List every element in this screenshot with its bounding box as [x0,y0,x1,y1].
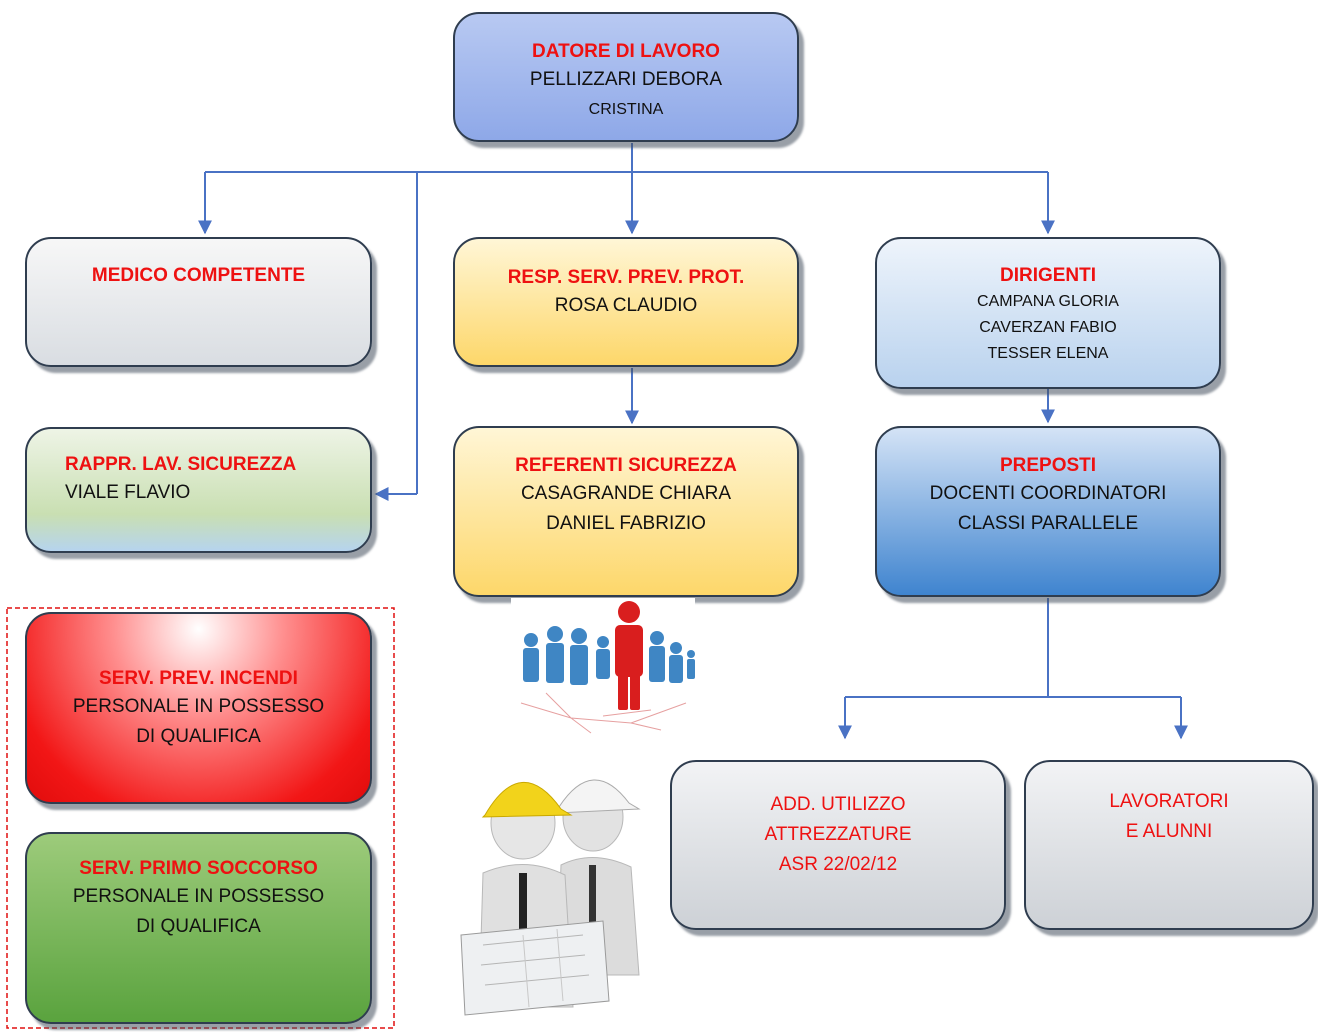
datore-title: DATORE DI LAVORO [532,41,720,62]
addetti-line-3: ASR 22/02/12 [778,854,898,875]
prevenzione-incendi-box: SERV. PREV. INCENDI PERSONALE IN POSSESS… [25,612,372,804]
rls-name: VIALE FLAVIO [65,482,191,503]
soccorso-line-2: DI QUALIFICA [136,916,261,937]
referenti-title: REFERENTI SICUREZZA [515,455,737,476]
datore-name-line-2: CRISTINA [588,101,664,118]
network-people-illustration [511,598,695,738]
engineers-with-blueprint-illustration [453,745,663,1025]
rspp-box: RESP. SERV. PREV. PROT. ROSA CLAUDIO [453,237,799,367]
addetti-line-2: ATTREZZATURE [764,824,912,845]
datore-name-line-1: PELLIZZARI DEBORA [529,69,723,90]
preposti-line-1: DOCENTI COORDINATORI [929,483,1167,504]
rls-title: RAPPR. LAV. SICUREZZA [65,454,297,475]
soccorso-line-1: PERSONALE IN POSSESSO [72,886,325,907]
lavoratori-line-1: LAVORATORI [1109,791,1229,812]
dirigenti-box: DIRIGENTI CAMPANA GLORIA CAVERZAN FABIO … [875,237,1221,389]
primo-soccorso-box: SERV. PRIMO SOCCORSO PERSONALE IN POSSES… [25,832,372,1024]
medico-competente-box: MEDICO COMPETENTE [25,237,372,367]
referenti-name-1: CASAGRANDE CHIARA [520,483,732,504]
incendi-line-1: PERSONALE IN POSSESSO [72,696,325,717]
referenti-sicurezza-box: REFERENTI SICUREZZA CASAGRANDE CHIARA DA… [453,426,799,597]
preposti-line-2: CLASSI PARALLELE [957,513,1139,534]
lavoratori-line-2: E ALUNNI [1125,821,1213,842]
dirigenti-name-1: CAMPANA GLORIA [977,293,1119,310]
lavoratori-alunni-box: LAVORATORI E ALUNNI [1024,760,1314,930]
soccorso-title: SERV. PRIMO SOCCORSO [79,858,318,879]
preposti-box: PREPOSTI DOCENTI COORDINATORI CLASSI PAR… [875,426,1221,597]
referenti-name-2: DANIEL FABRIZIO [546,513,706,534]
rspp-title: RESP. SERV. PREV. PROT. [507,267,745,288]
incendi-line-2: DI QUALIFICA [136,726,261,747]
dirigenti-name-2: CAVERZAN FABIO [979,319,1117,336]
addetti-line-1: ADD. UTILIZZO [770,794,906,815]
preposti-title: PREPOSTI [999,455,1097,476]
dirigenti-name-3: TESSER ELENA [987,345,1109,362]
rls-box: RAPPR. LAV. SICUREZZA VIALE FLAVIO [25,427,372,553]
rspp-name: ROSA CLAUDIO [554,295,698,316]
datore-di-lavoro-box: DATORE DI LAVORO PELLIZZARI DEBORA CRIST… [453,12,799,142]
incendi-title: SERV. PREV. INCENDI [99,668,298,689]
dirigenti-title: DIRIGENTI [999,265,1097,286]
medico-title: MEDICO COMPETENTE [91,265,306,286]
addetti-attrezzature-box: ADD. UTILIZZO ATTREZZATURE ASR 22/02/12 [670,760,1006,930]
